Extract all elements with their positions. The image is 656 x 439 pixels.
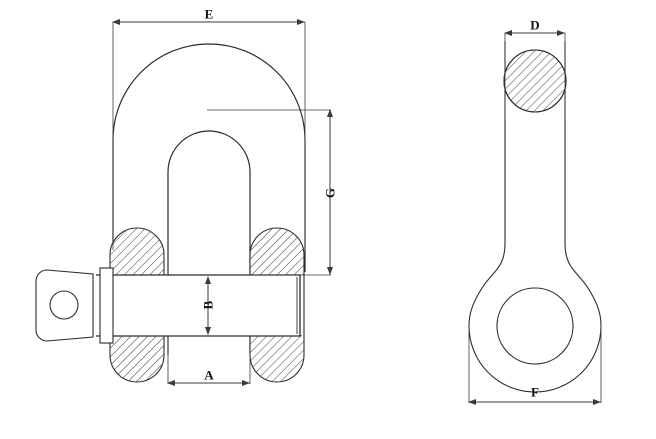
dimension-label-A: A: [204, 367, 214, 383]
pin-head-tab: [35, 269, 94, 342]
dimension-label-E: E: [204, 6, 214, 22]
bow-outer-profile: [112, 43, 306, 272]
front-view-group: [35, 19, 333, 386]
pin-head-hole: [49, 290, 79, 320]
right-leg-hatch-upper: [250, 228, 304, 275]
bow-inner-profile: [167, 130, 251, 355]
dimension-F: [468, 326, 602, 405]
side-view-pin-section: [503, 49, 567, 113]
dimension-G: [207, 109, 333, 276]
dimension-label-B: B: [200, 300, 216, 310]
dimension-A: [167, 340, 251, 386]
dimension-label-D: D: [530, 17, 540, 33]
side-view-group: [468, 30, 602, 405]
side-view-outline: [468, 41, 602, 393]
side-view-eye-bore: [496, 287, 574, 365]
dimension-D: [504, 30, 566, 120]
pin-shaft: [96, 274, 301, 337]
dimension-label-G: G: [322, 187, 338, 199]
dimension-E: [112, 19, 306, 250]
left-leg-hatch-upper: [110, 228, 164, 275]
pin-collar: [99, 267, 114, 344]
right-leg-hatch-lower: [250, 335, 304, 382]
dimension-label-F: F: [531, 384, 539, 400]
left-leg-hatch-lower: [110, 335, 164, 382]
